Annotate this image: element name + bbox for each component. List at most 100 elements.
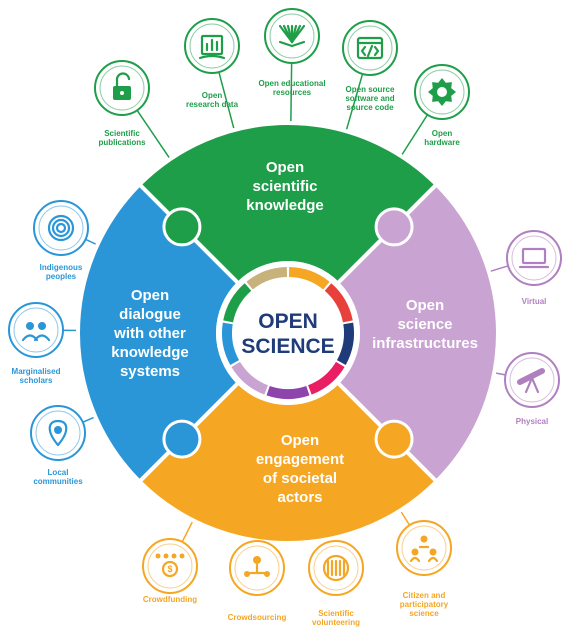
caption-line: source code — [346, 103, 394, 112]
caption-line: publications — [98, 138, 146, 147]
padlock-open-icon — [113, 72, 131, 100]
segment-title-line: with other — [113, 325, 186, 342]
caption-line: peoples — [46, 272, 77, 281]
caption-line: Crowdfunding — [143, 595, 197, 604]
satellite-inner-ring — [347, 25, 393, 71]
telescope-icon — [517, 368, 545, 394]
center-title-line: SCIENCE — [241, 335, 334, 358]
caption-line: scholars — [20, 376, 53, 385]
satellite-inner-ring — [511, 235, 557, 281]
hub-ring-segment — [324, 283, 353, 323]
knob-dialogue — [162, 419, 202, 459]
caption-line: Open — [202, 91, 223, 100]
caption-line: Open educational — [258, 79, 325, 88]
hub-ring-segment — [222, 322, 240, 365]
research-data-icon — [198, 34, 226, 60]
hub-ring-segment — [336, 322, 354, 365]
location-pin-icon — [48, 419, 68, 447]
satellite-engagement: Crowdsourcing — [228, 540, 287, 622]
satellite-caption: Crowdfunding — [143, 595, 197, 604]
satellite-inner-ring — [13, 307, 59, 353]
hub-ring-segment — [231, 361, 268, 395]
caption-line: Scientific — [104, 129, 140, 138]
caption-line: resources — [273, 88, 312, 97]
svg-text:$: $ — [167, 564, 172, 574]
caption-line: communities — [33, 477, 83, 486]
satellite-caption: Crowdsourcing — [228, 613, 287, 622]
hub-ring-segment — [223, 283, 252, 323]
segment-title-line: Open — [406, 297, 444, 314]
knob-knowledge — [162, 207, 202, 247]
citizen-group-icon — [409, 535, 439, 563]
caption-line: Physical — [516, 417, 548, 426]
caption-line: Marginalised — [12, 367, 61, 376]
segment-title-line: dialogue — [119, 306, 181, 323]
hub-inner — [233, 278, 343, 388]
caption-line: Open source — [346, 85, 395, 94]
segment-title-line: scientific — [252, 178, 317, 195]
hub-ring-segment — [288, 267, 330, 290]
segment-title-line: Open — [281, 432, 319, 449]
caption-line: research data — [186, 100, 239, 109]
scholars-icon — [21, 322, 51, 342]
segment-title-line: actors — [277, 489, 322, 506]
satellite-caption: Physical — [516, 417, 548, 426]
caption-line: Indigenous — [40, 263, 83, 272]
center-title-line: OPEN — [258, 310, 318, 333]
gear-icon — [428, 78, 456, 106]
knob-engagement — [374, 419, 414, 459]
satellite-engagement: $ Crowdfunding — [142, 538, 198, 604]
crowdfunding-icon: $ — [155, 553, 185, 578]
caption-line: Scientific — [318, 609, 354, 618]
segment-title-line: engagement — [256, 451, 344, 468]
satellite-infrastructures: Physical — [504, 352, 560, 426]
concentric-pattern-icon — [47, 214, 75, 242]
hub-ring-segment — [266, 385, 310, 400]
caption-line: Citizen and — [403, 591, 446, 600]
segment-title-line: science — [397, 316, 452, 333]
hub-ring-segment — [246, 267, 288, 290]
caption-line: hardware — [424, 138, 460, 147]
hub-ring-segment — [308, 361, 345, 395]
caption-line: Virtual — [522, 297, 547, 306]
caption-line: Open — [432, 129, 453, 138]
code-window-icon — [356, 36, 384, 60]
caption-line: science — [409, 609, 439, 618]
caption-line: software and — [345, 94, 394, 103]
crowdsourcing-icon — [244, 556, 270, 577]
segment-title-line: knowledge — [111, 344, 189, 361]
caption-line: volunteering — [312, 618, 360, 627]
open-book-icon — [278, 24, 306, 48]
knob-infrastructures — [374, 207, 414, 247]
caption-line: participatory — [400, 600, 449, 609]
satellite-infrastructures: Virtual — [506, 230, 562, 306]
segment-title-line: knowledge — [246, 197, 324, 214]
caption-line: Crowdsourcing — [228, 613, 287, 622]
